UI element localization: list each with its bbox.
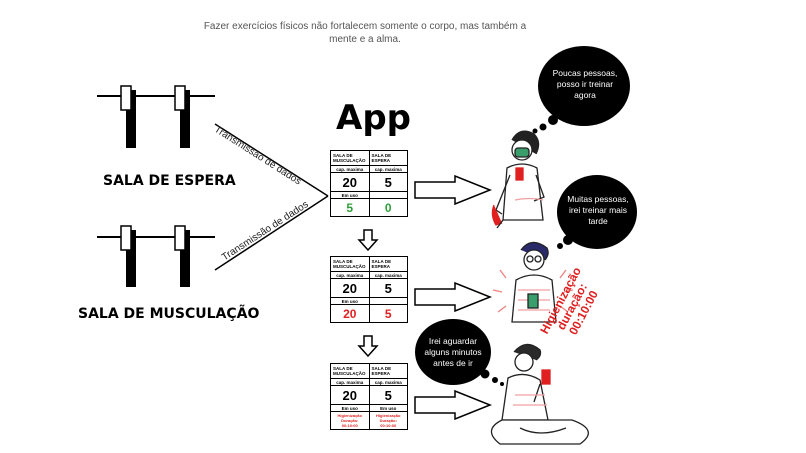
in-use-label: Em uso	[341, 298, 358, 304]
in-use-label: Em uso	[341, 192, 358, 198]
arrow-down-1-icon	[357, 229, 379, 252]
thought-bubble-1-text: Poucas pessoas, posso ir treinar agora	[552, 68, 618, 100]
transmission-lines	[214, 123, 329, 271]
capacity-gym-value: 20	[342, 174, 357, 190]
thought-bubble-3	[415, 319, 504, 386]
in-use-waiting-value: 0	[368, 199, 408, 216]
hygiene-gym-status: Higienização Duração: 00:10:00	[331, 412, 369, 429]
in-use-waiting-value: 5	[368, 305, 408, 322]
hygiene-gym-line2: Duração:	[341, 418, 359, 423]
table-header-waiting: SALA DE ESPERA	[368, 257, 408, 271]
turnstile-waiting-icon	[97, 85, 215, 148]
hygiene-gym-line3: 00:10:00	[341, 423, 358, 428]
in-use-gym-value: 20	[343, 306, 357, 321]
motivational-quote: Fazer exercícios físicos não fortalecem …	[203, 21, 527, 45]
table-header-gym: SALA DE MUSCULAÇÃO	[333, 153, 366, 163]
empty-cell	[368, 298, 408, 304]
table-header-gym: SALA DE MUSCULAÇÃO	[333, 259, 366, 269]
person-3-illustration	[490, 343, 589, 445]
arrow-right-3-icon	[414, 389, 493, 421]
capacity-label: cap. maxima	[336, 379, 364, 385]
person-2-illustration	[492, 241, 574, 323]
thought-bubble-1	[532, 46, 630, 134]
capacity-gym-value: 20	[342, 387, 357, 403]
capacity-waiting-value: 5	[368, 279, 408, 297]
capacity-label: cap. maxima	[368, 166, 408, 172]
table-header-waiting: SALA DE ESPERA	[368, 364, 408, 378]
thought-bubble-2	[557, 175, 637, 249]
occupancy-table-2: SALA DE MUSCULAÇÃO SALA DE ESPERA cap. m…	[330, 256, 408, 323]
arrow-right-2-icon	[414, 281, 493, 313]
occupancy-table-3: SALA DE MUSCULAÇÃO SALA DE ESPERA cap. m…	[330, 363, 408, 430]
hygiene-waiting-line3: 00:10:00	[380, 423, 397, 428]
thought-bubble-3-text: Irei aguardar alguns minutos antes de ir	[424, 336, 482, 368]
capacity-label: cap. maxima	[336, 166, 364, 172]
capacity-label: cap. maxima	[368, 379, 408, 385]
thought-bubble-2-text: Muitas pessoas, irei treinar mais tarde	[567, 194, 629, 226]
in-use-label: Em uso	[368, 405, 408, 411]
arrow-down-2-icon	[357, 335, 379, 358]
capacity-waiting-value: 5	[368, 386, 408, 404]
app-title: App	[336, 98, 411, 138]
in-use-label: Em uso	[341, 405, 358, 411]
arrow-right-1-icon	[414, 174, 493, 206]
capacity-waiting-value: 5	[368, 173, 408, 191]
empty-cell	[368, 192, 408, 198]
hygiene-waiting-status: Higienização Duração: 00:10:00	[368, 412, 408, 429]
occupancy-table-1: SALA DE MUSCULAÇÃO SALA DE ESPERA cap. m…	[330, 150, 408, 217]
capacity-label: cap. maxima	[336, 272, 364, 278]
hygiene-waiting-line2: Duração:	[379, 418, 397, 423]
hygiene-gym-line1: Higienização	[337, 413, 362, 418]
table-header-waiting: SALA DE ESPERA	[368, 151, 408, 165]
capacity-label: cap. maxima	[368, 272, 408, 278]
person-1-illustration	[491, 130, 545, 229]
table-header-gym: SALA DE MUSCULAÇÃO	[333, 366, 366, 376]
waiting-room-label: SALA DE ESPERA	[103, 173, 236, 189]
capacity-gym-value: 20	[342, 280, 357, 296]
in-use-gym-value: 5	[346, 200, 354, 215]
turnstile-gym-icon	[97, 225, 215, 287]
hygiene-waiting-line1: Higienização	[376, 413, 401, 418]
gym-room-label: SALA DE MUSCULAÇÃO	[78, 306, 260, 322]
